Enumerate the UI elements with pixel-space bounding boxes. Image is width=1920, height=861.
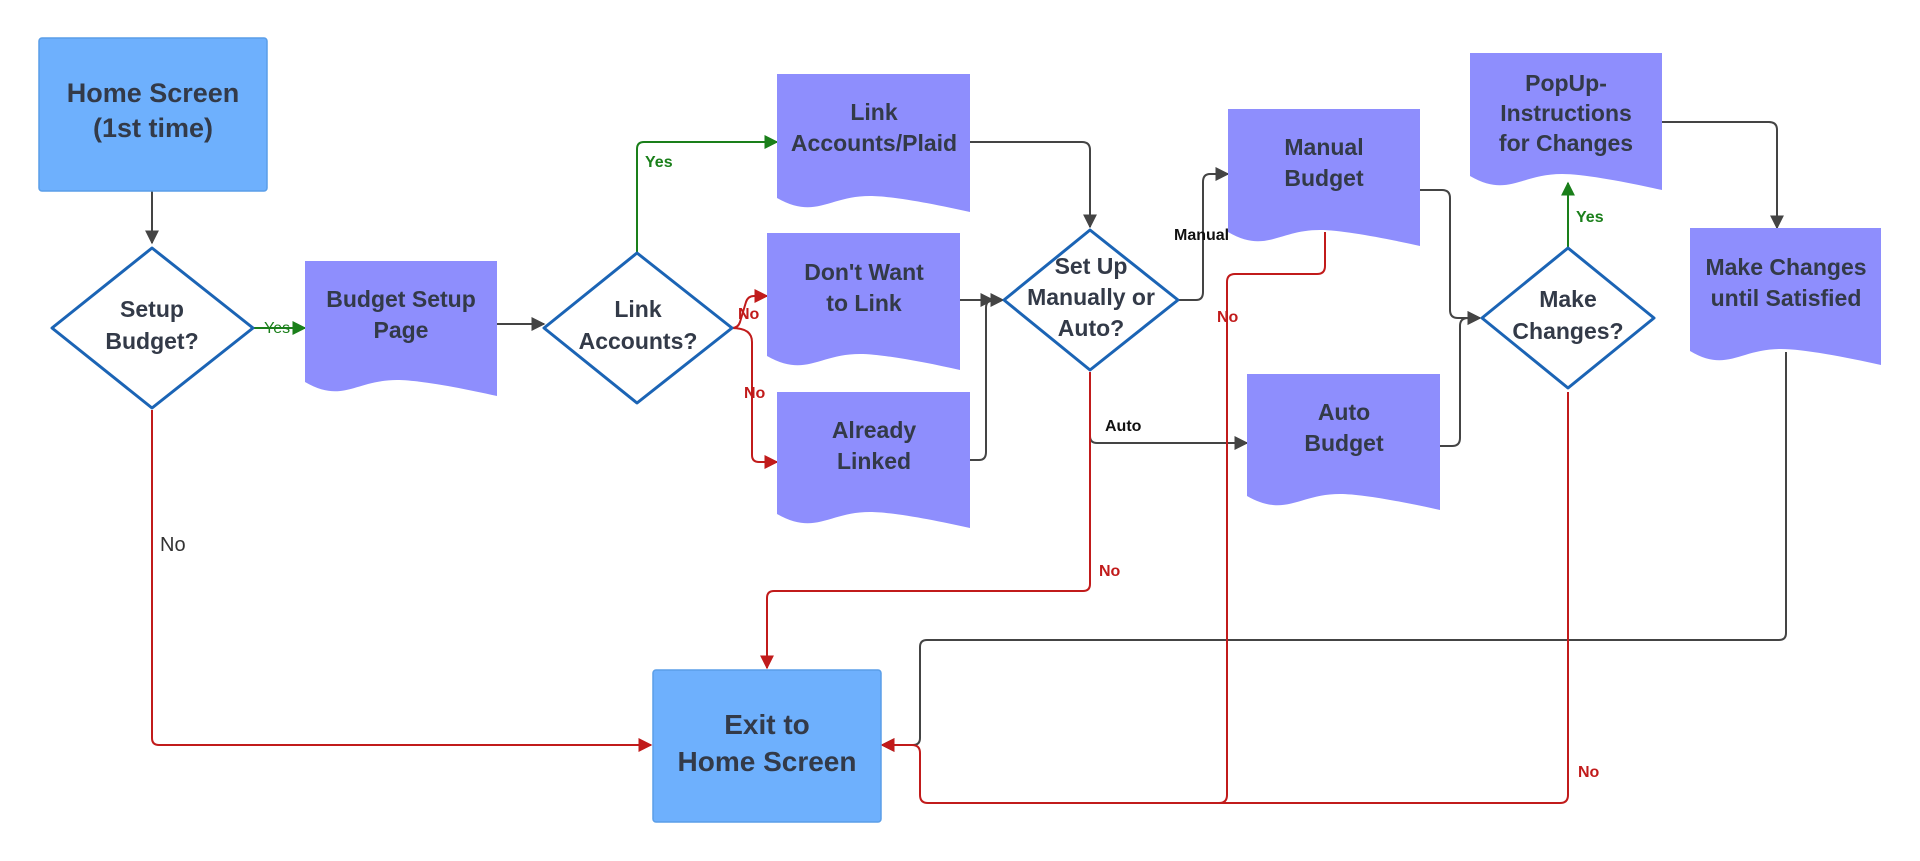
node-link-accounts-plaid-line-1: Link <box>850 99 897 125</box>
node-link-accounts-q-line-1: Link <box>614 296 661 322</box>
node-dont-want-line-1: Don't Want <box>804 259 924 285</box>
node-make-changes-until-line-2: until Satisfied <box>1711 285 1862 311</box>
node-auto-budget-line-2: Budget <box>1304 430 1384 456</box>
node-home-screen-line-2: (1st time) <box>93 113 213 143</box>
node-popup-line-3: for Changes <box>1499 130 1633 156</box>
edge-auto-budget-to-make-changes <box>1440 311 1482 447</box>
node-home-screen-line-1: Home Screen <box>67 78 240 108</box>
edge-manual-budget-no-to-exit-return <box>928 232 1326 804</box>
node-manual-budget-line-1: Manual <box>1284 134 1363 160</box>
node-dont-want-to-link: Don't Want to Link <box>767 233 960 370</box>
edge-label-yes-link: Yes <box>645 154 673 171</box>
node-make-changes-until-satisfied: Make Changes until Satisfied <box>1690 228 1881 365</box>
edge-label-no-already: No <box>744 385 766 402</box>
node-setup-budget-line-1: Setup <box>120 296 184 322</box>
edge-label-no-make-changes: No <box>1578 764 1600 781</box>
node-make-changes-q-line-1: Make <box>1539 286 1597 312</box>
node-dont-want-line-2: to Link <box>826 290 902 316</box>
edge-make-changes-until-to-exit <box>880 352 1787 752</box>
edge-popup-to-make-changes-until <box>1662 121 1784 230</box>
node-exit-home-screen: Exit to Home Screen <box>652 669 882 823</box>
node-already-linked-line-1: Already <box>832 417 917 443</box>
node-auto-budget-line-1: Auto <box>1318 399 1370 425</box>
node-link-accounts-q-line-2: Accounts? <box>579 328 698 354</box>
node-setup-manual-auto-decision: Set Up Manually or Auto? <box>1002 228 1180 372</box>
edge-label-no-setup: No <box>160 534 186 556</box>
edge-make-changes-no-to-exit <box>880 392 1569 804</box>
edge-already-to-setup-q <box>970 293 995 461</box>
svg-text:Home Screen(1st time): Home Screen (1st time) <box>67 78 240 143</box>
node-setup-manual-auto-line-1: Set Up <box>1055 253 1128 279</box>
node-popup-line-1: PopUp- <box>1525 70 1607 96</box>
edge-label-manual: Manual <box>1174 227 1229 244</box>
node-budget-setup-page-line-2: Page <box>374 317 429 343</box>
node-setup-manual-auto-line-2: Manually or <box>1027 284 1155 310</box>
node-manual-budget-line-2: Budget <box>1284 165 1364 191</box>
edge-manual-to-manual-budget <box>1178 167 1230 301</box>
node-exit-home-line-1: Exit to <box>724 709 810 740</box>
node-home-screen: Home Screen (1st time) <box>38 37 268 192</box>
node-popup-instructions: PopUp- Instructions for Changes <box>1470 53 1662 190</box>
edge-setup-no-to-exit <box>151 410 653 752</box>
edge-label-no-dont-want: No <box>738 306 760 323</box>
edge-label-yes-make-changes: Yes <box>1576 209 1604 226</box>
edge-link-no-to-already <box>731 327 779 469</box>
node-setup-manual-auto-line-3: Auto? <box>1058 315 1124 341</box>
node-setup-budget-line-2: Budget? <box>105 328 198 354</box>
node-budget-setup-page-line-1: Budget Setup <box>326 286 476 312</box>
edge-label-auto: Auto <box>1105 418 1142 435</box>
edge-link-yes-to-plaid <box>636 135 779 253</box>
node-popup-line-2: Instructions <box>1500 100 1632 126</box>
edge-manual-budget-to-make-changes <box>1420 189 1482 325</box>
node-exit-home-line-2: Home Screen <box>678 746 857 777</box>
edge-label-no-setup-manual-auto: No <box>1099 563 1121 580</box>
node-make-changes-q-line-2: Changes? <box>1512 318 1623 344</box>
edge-setup-q-no-to-exit <box>760 372 1091 670</box>
node-make-changes-until-line-1: Make Changes <box>1705 254 1866 280</box>
edge-plaid-to-setup-q <box>970 141 1097 229</box>
edge-label-yes-setup: Yes <box>264 320 290 337</box>
edge-label-no-manual-budget: No <box>1217 309 1239 326</box>
node-link-accounts-plaid-line-2: Accounts/Plaid <box>791 130 957 156</box>
node-already-linked-line-2: Linked <box>837 448 911 474</box>
